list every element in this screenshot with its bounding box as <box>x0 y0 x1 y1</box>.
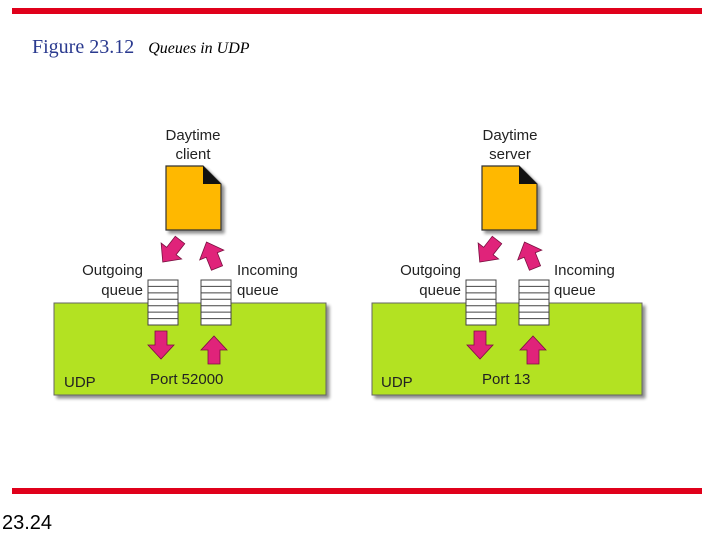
client-outgoing-down-arrow <box>147 330 175 360</box>
client-incoming-up-arrow <box>200 335 228 365</box>
server-port-label: Port 13 <box>482 371 530 388</box>
server-outgoing-label-line1: Outgoing <box>400 262 461 279</box>
page-number: 23.24 <box>2 512 53 534</box>
top-red-rule <box>12 8 702 14</box>
client-incoming-queue <box>200 279 232 326</box>
client-outgoing-label-line2: queue <box>101 282 143 299</box>
server-app-label-line1: Daytime <box>482 127 537 144</box>
server-incoming-up-arrow <box>519 335 547 365</box>
server-incoming-label-line2: queue <box>554 282 596 299</box>
client-outgoing-queue <box>147 279 179 326</box>
document-corner-fold <box>203 166 221 184</box>
client-udp-box <box>53 302 327 396</box>
client-incoming-label-line1: Incoming <box>237 262 298 279</box>
server-outgoing-label-line2: queue <box>419 282 461 299</box>
server-udp-label: UDP <box>381 374 413 391</box>
queue-frame <box>518 279 550 326</box>
client-incoming-to-app-arrow <box>199 241 225 271</box>
queue-frame <box>465 279 497 326</box>
queue-frame <box>147 279 179 326</box>
document-icon <box>481 165 538 231</box>
server-outgoing-down-arrow <box>466 330 494 360</box>
bottom-red-rule <box>12 488 702 494</box>
figure-caption: Queues in UDP <box>148 40 250 57</box>
document-icon <box>165 165 222 231</box>
client-incoming-label-line2: queue <box>237 282 279 299</box>
server-side: Daytime server Outgoing queue Incoming q… <box>371 127 643 396</box>
client-app-to-outgoing-arrow <box>160 235 186 263</box>
server-app-to-outgoing-arrow <box>477 235 503 263</box>
client-outgoing-label-line1: Outgoing <box>82 262 143 279</box>
figure-number: Figure 23.12 <box>32 36 135 58</box>
server-outgoing-queue <box>465 279 497 326</box>
client-app-label-line2: client <box>175 146 211 163</box>
client-udp-label: UDP <box>64 374 96 391</box>
server-app-label-line2: server <box>489 146 531 163</box>
queue-frame <box>200 279 232 326</box>
server-udp-box <box>371 302 643 396</box>
client-side: Daytime client Outgoing queue Incoming q… <box>53 127 327 396</box>
server-incoming-queue <box>518 279 550 326</box>
figure-title: Figure 23.12 Queues in UDP <box>32 36 250 59</box>
server-incoming-to-app-arrow <box>517 241 543 271</box>
document-corner-fold <box>519 166 537 184</box>
client-app-label-line1: Daytime <box>165 127 220 144</box>
server-incoming-label-line1: Incoming <box>554 262 615 279</box>
client-port-label: Port 52000 <box>150 371 223 388</box>
